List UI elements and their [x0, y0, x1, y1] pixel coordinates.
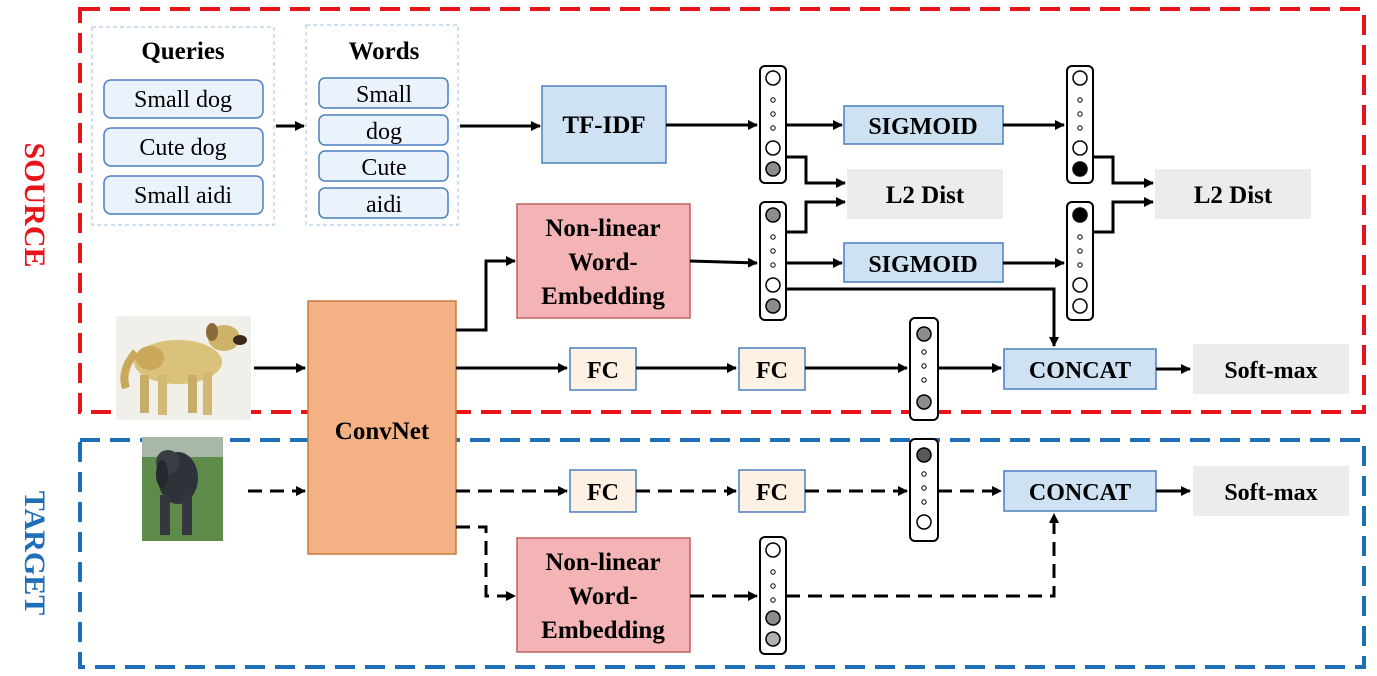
svg-text:CONCAT: CONCAT	[1029, 480, 1131, 506]
queries-panel	[91, 26, 275, 226]
arrow-convnet-embedding	[456, 256, 516, 332]
nonlinear-embedding-box-target: Non-linear Word- Embedding	[516, 537, 691, 653]
svg-text:Word-: Word-	[568, 249, 637, 276]
target-fc-feature-vector	[909, 438, 939, 542]
svg-text:Word-: Word-	[568, 583, 637, 610]
sigmoid-box: SIGMOID	[843, 105, 1004, 145]
query-item: Small aidi	[103, 175, 264, 215]
word-item: aidi	[318, 187, 449, 219]
words-panel	[305, 24, 459, 226]
svg-text:Small dog: Small dog	[134, 87, 232, 113]
source-region	[78, 7, 1366, 414]
svg-text:Embedding: Embedding	[541, 617, 665, 644]
fc-box: FC	[569, 469, 637, 513]
svg-text:CONCAT: CONCAT	[1029, 358, 1131, 384]
l2dist-box: L2 Dist	[847, 169, 1003, 219]
embedding-vector	[759, 201, 787, 321]
svg-text:dog: dog	[366, 119, 402, 145]
concat-box: CONCAT	[1003, 348, 1157, 390]
word-item: dog	[318, 114, 449, 146]
arrow-vec3-concat	[786, 287, 1059, 347]
svg-text:SIGMOID: SIGMOID	[868, 114, 977, 140]
word-item: Small	[318, 77, 449, 109]
svg-text:Non-linear: Non-linear	[545, 215, 660, 242]
softmax-box: Soft-max	[1193, 344, 1349, 394]
tfidf-vector	[759, 65, 787, 184]
target-dog-image	[142, 437, 223, 541]
fc-feature-vector	[909, 317, 939, 421]
fc-box: FC	[738, 469, 806, 513]
arrow-vec2-l2dist	[1093, 155, 1154, 188]
word-item: Cute	[318, 150, 449, 182]
nonlinear-embedding-box: Non-linear Word- Embedding	[516, 203, 691, 319]
svg-text:L2 Dist: L2 Dist	[1194, 182, 1273, 209]
arrow-vec1-l2dist	[786, 155, 846, 188]
sigmoid-tfidf-vector	[1066, 65, 1094, 184]
words-title: Words	[349, 38, 420, 65]
svg-text:L2 Dist: L2 Dist	[886, 182, 965, 209]
svg-text:Cute: Cute	[361, 155, 406, 181]
arrow-vec3-l2dist	[786, 197, 846, 234]
svg-text:FC: FC	[756, 480, 788, 506]
svg-text:TF-IDF: TF-IDF	[562, 112, 645, 139]
fc-box: FC	[569, 347, 637, 391]
target-region	[78, 438, 1366, 669]
svg-text:Soft-max: Soft-max	[1224, 358, 1317, 384]
queries-title: Queries	[141, 38, 225, 65]
target-label: TARGET	[18, 491, 51, 615]
concat-box: CONCAT	[1003, 470, 1157, 512]
arrow-embedding-vec3	[689, 257, 758, 268]
svg-text:ConvNet: ConvNet	[335, 418, 430, 445]
convnet-box: ConvNet	[307, 300, 457, 555]
svg-text:aidi: aidi	[366, 192, 402, 218]
source-label: SOURCE	[18, 142, 51, 267]
softmax-box: Soft-max	[1193, 466, 1349, 516]
sigmoid-embedding-vector	[1066, 201, 1094, 321]
l2dist-box: L2 Dist	[1155, 169, 1311, 219]
svg-text:Small aidi: Small aidi	[134, 183, 232, 209]
sigmoid-box: SIGMOID	[843, 242, 1004, 283]
query-item: Cute dog	[103, 127, 264, 167]
svg-text:SIGMOID: SIGMOID	[868, 252, 977, 278]
svg-text:FC: FC	[587, 480, 619, 506]
tfidf-box: TF-IDF	[541, 85, 667, 164]
arrow-vec4-l2dist	[1093, 197, 1154, 234]
svg-text:Cute dog: Cute dog	[139, 135, 226, 161]
arrow-convnet-embedding-target	[456, 525, 516, 601]
arrow-vec7-concat-target	[786, 513, 1059, 598]
svg-text:Non-linear: Non-linear	[545, 549, 660, 576]
svg-text:Soft-max: Soft-max	[1224, 480, 1317, 506]
fc-box: FC	[738, 347, 806, 391]
svg-text:FC: FC	[587, 358, 619, 384]
svg-text:Embedding: Embedding	[541, 283, 665, 310]
source-dog-image	[116, 316, 251, 420]
query-item: Small dog	[103, 79, 264, 119]
target-embedding-vector	[759, 536, 787, 655]
svg-text:Small: Small	[356, 82, 412, 108]
svg-text:FC: FC	[756, 358, 788, 384]
